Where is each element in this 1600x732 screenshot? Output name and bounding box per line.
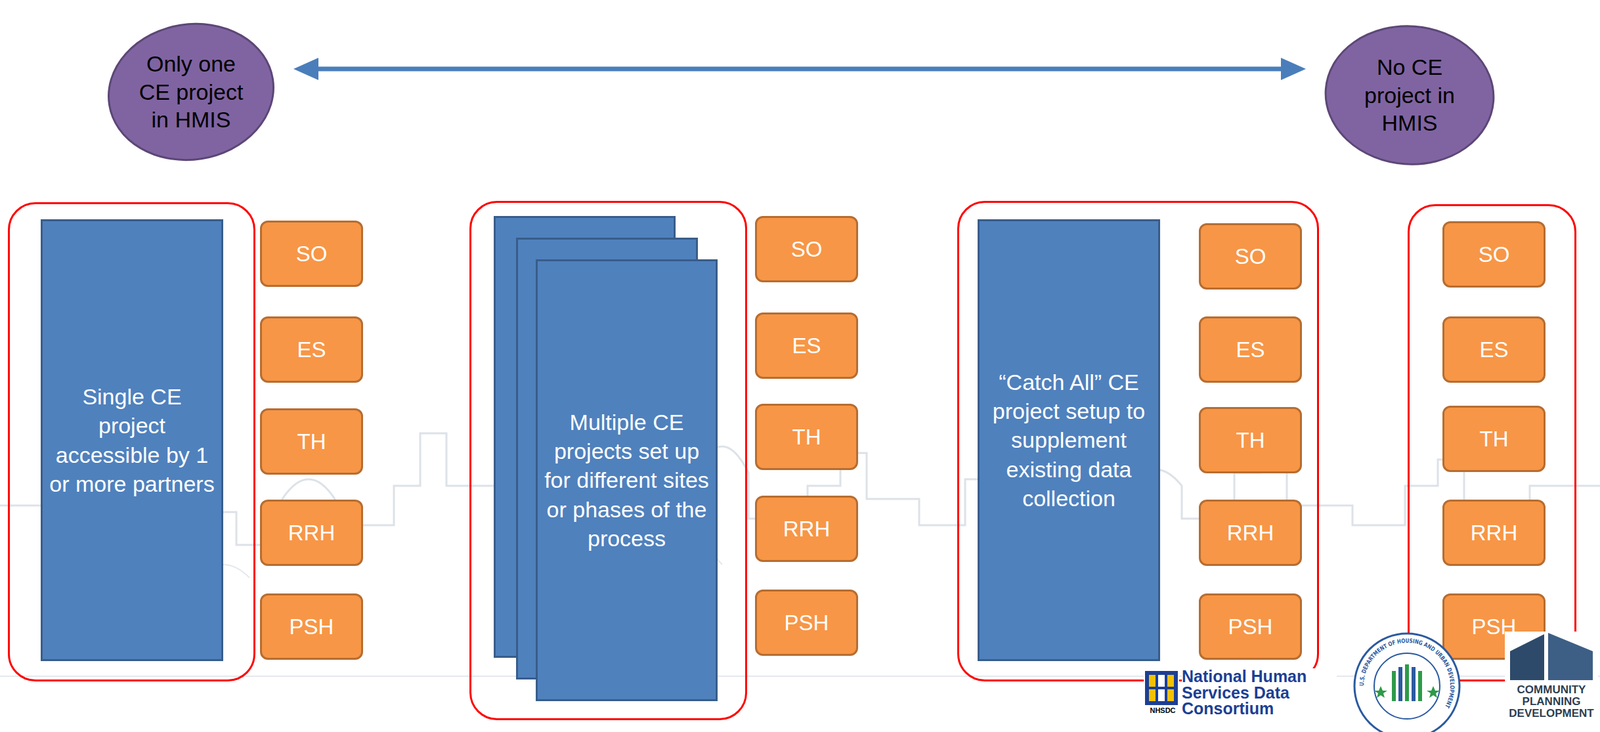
project-type-box: TH bbox=[1198, 407, 1302, 474]
node-label: Only one CE project in HMIS bbox=[133, 49, 249, 134]
project-type-box: SO bbox=[755, 216, 859, 283]
project-type-box: PSH bbox=[1198, 593, 1302, 660]
nhsdc-mark: NHSDC bbox=[1145, 706, 1181, 715]
ellipse-outline bbox=[1320, 22, 1499, 169]
node-label: ES bbox=[791, 333, 821, 359]
node-label: RRH bbox=[1227, 520, 1275, 546]
project-type-box: ES bbox=[259, 316, 364, 383]
project-type-box: ES bbox=[1198, 316, 1302, 383]
skyline-outline bbox=[0, 420, 1600, 545]
node-label: SO bbox=[296, 241, 328, 267]
project-type-box: TH bbox=[259, 408, 364, 475]
project-type-box: TH bbox=[755, 403, 859, 471]
cpd-name: COMMUNITY PLANNING DEVELOPMENT bbox=[1504, 684, 1599, 720]
node-label: TH bbox=[1236, 428, 1266, 454]
node-label: SO bbox=[791, 237, 823, 262]
arrow-head bbox=[293, 57, 319, 81]
group-outline: “Catch All” CE project setup to suppleme… bbox=[957, 200, 1319, 682]
node-label: TH bbox=[792, 424, 822, 450]
group-outline: Multiple CE projects set up for differen… bbox=[469, 200, 748, 721]
project-type-box: RRH bbox=[755, 495, 859, 563]
project-type-box: PSH bbox=[755, 589, 859, 656]
hud-seal: U.S. DEPARTMENT OF HOUSING AND URBAN DEV… bbox=[1351, 630, 1463, 732]
node-label: RRH bbox=[1470, 520, 1518, 546]
project-type-box: TH bbox=[1442, 405, 1546, 473]
node-label: PSH bbox=[784, 610, 830, 636]
project-type-box: RRH bbox=[1198, 499, 1302, 566]
node-label: SO bbox=[1478, 242, 1511, 268]
project-type-box: SO bbox=[259, 220, 364, 287]
project-type-box: SO bbox=[1442, 221, 1546, 288]
ce-project-box: “Catch All” CE project setup to suppleme… bbox=[977, 219, 1161, 662]
node-label: No CE project in HMIS bbox=[1351, 53, 1469, 138]
seal-text: U.S. DEPARTMENT OF HOUSING AND URBAN DEV… bbox=[1358, 637, 1456, 710]
node-label: “Catch All” CE project setup to suppleme… bbox=[984, 367, 1154, 513]
cpd-icon bbox=[1504, 631, 1599, 683]
node-label: ES bbox=[1235, 337, 1265, 363]
node-label: RRH bbox=[783, 516, 831, 542]
node-label: TH bbox=[297, 429, 327, 455]
seal-text-path: U.S. DEPARTMENT OF HOUSING AND URBAN DEV… bbox=[1358, 637, 1456, 710]
node-label: TH bbox=[1479, 426, 1509, 452]
project-type-box: ES bbox=[1442, 316, 1546, 383]
project-type-box: RRH bbox=[259, 499, 364, 566]
approach-ellipse: Only one CE project in HMIS bbox=[101, 20, 281, 164]
node-label: PSH bbox=[289, 614, 335, 640]
ce-project-box: Single CE project accessible by 1 or mor… bbox=[40, 219, 224, 662]
node-label: PSH bbox=[1228, 614, 1274, 640]
group-outline: SOESTHRRHPSH bbox=[1407, 204, 1577, 682]
node-label: ES bbox=[296, 337, 326, 363]
project-type-box: RRH bbox=[1442, 499, 1546, 566]
nhsdc-name: National Human Services Data Consortium bbox=[1181, 668, 1337, 717]
node-label: ES bbox=[1479, 337, 1509, 363]
node-label: SO bbox=[1234, 244, 1267, 270]
arrow-head bbox=[1280, 57, 1306, 81]
node-label: Single CE project accessible by 1 or mor… bbox=[47, 382, 217, 499]
node-label: Multiple CE projects set up for differen… bbox=[542, 407, 712, 553]
double-arrow bbox=[293, 57, 1306, 81]
group-outline: Single CE project accessible by 1 or mor… bbox=[7, 202, 256, 682]
skyline-ground bbox=[0, 544, 1600, 677]
ellipse-outline bbox=[101, 20, 281, 164]
project-type-box: ES bbox=[755, 312, 859, 379]
project-type-box: SO bbox=[1198, 223, 1302, 290]
node-label: RRH bbox=[288, 520, 336, 546]
ce-project-box: Multiple CE projects set up for differen… bbox=[535, 259, 718, 702]
arrow-shaft bbox=[317, 66, 1283, 72]
project-type-box: PSH bbox=[259, 593, 364, 660]
approach-ellipse: No CE project in HMIS bbox=[1318, 22, 1501, 169]
